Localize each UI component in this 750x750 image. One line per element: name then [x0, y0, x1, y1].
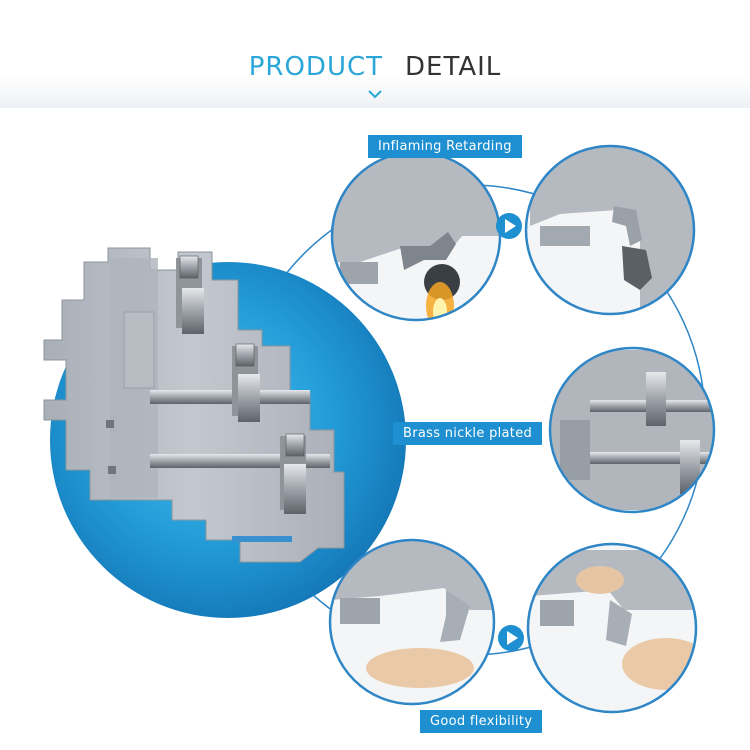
feature-tag-flame: Inflaming Retarding: [368, 135, 522, 158]
feature-tag-flex: Good flexibility: [420, 710, 543, 733]
page-title: PRODUCT DETAIL: [0, 52, 750, 82]
after-flame-circle: [524, 144, 696, 316]
brass-parts-circle: [548, 346, 716, 514]
title-product: PRODUCT: [248, 52, 384, 82]
flex-test-circle-2: [526, 542, 698, 714]
flex-test-circle-1: [328, 538, 496, 706]
chevron-down-icon: [368, 90, 382, 99]
play-arrow-icon: [496, 213, 522, 239]
flame-test-circle: [330, 150, 502, 322]
title-detail: DETAIL: [405, 52, 502, 82]
header-band: [0, 0, 750, 108]
feature-tag-brass: Brass nickle plated: [393, 422, 543, 445]
play-arrow-icon: [498, 625, 524, 651]
terminal-block-product: [43, 247, 345, 563]
